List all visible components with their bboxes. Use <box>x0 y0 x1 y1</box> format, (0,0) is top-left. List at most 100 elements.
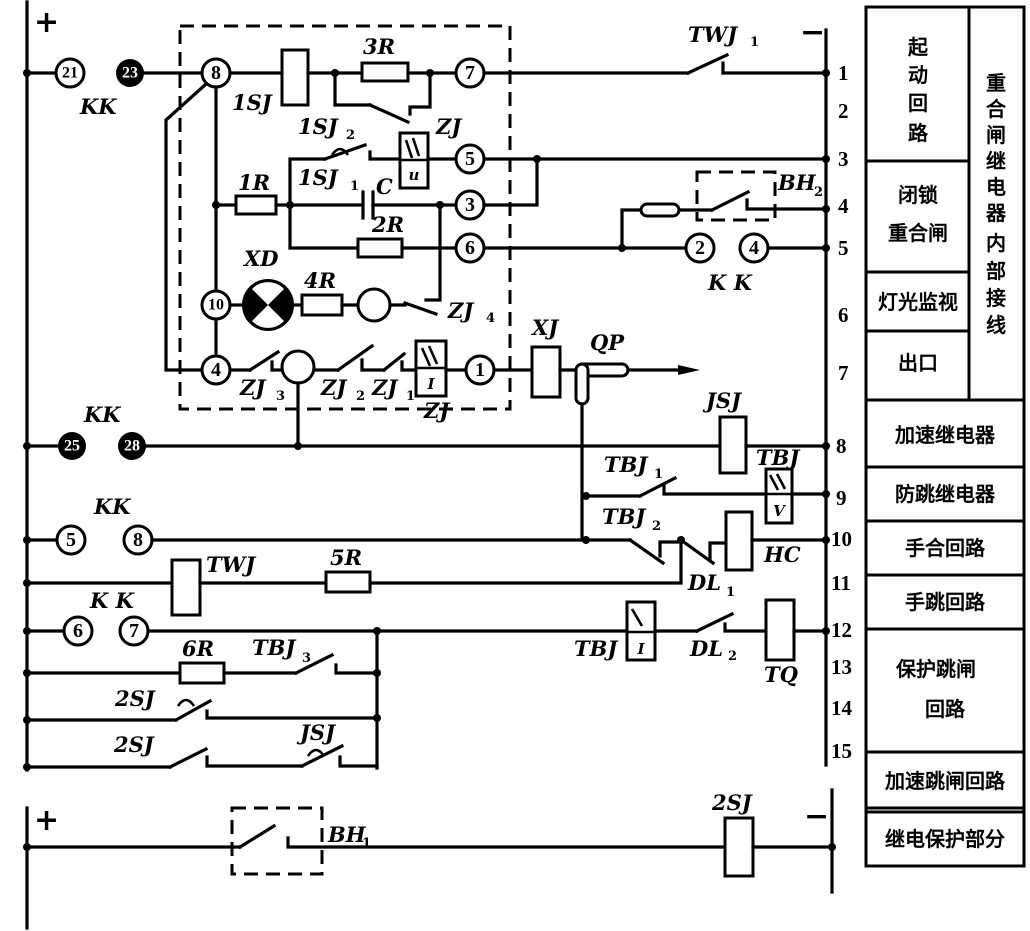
terminal-kk6: 6 <box>62 615 94 647</box>
svg-text:1: 1 <box>362 836 371 851</box>
contact-zj2 <box>335 343 375 373</box>
closing-coil-hc <box>724 510 754 572</box>
label-qp: QP <box>590 330 625 355</box>
contact-tbj3 <box>293 652 335 676</box>
coil-twj <box>170 558 202 617</box>
svg-text:5: 5 <box>66 529 76 551</box>
bh2-boundary <box>695 170 777 222</box>
svg-text:14: 14 <box>831 696 853 720</box>
svg-text:6: 6 <box>73 620 83 642</box>
label-dl1: DL <box>687 570 721 595</box>
contact-twj1 <box>685 52 730 76</box>
terminal-kk21: 21 <box>54 57 86 89</box>
svg-text:10: 10 <box>208 297 224 314</box>
legend-cell-lamp-monitor: 灯光监视 <box>878 290 958 314</box>
contact-dl2 <box>694 611 735 634</box>
label-hc: HC <box>763 542 801 567</box>
coil-1sj <box>280 48 310 107</box>
label-zj3: ZJ <box>239 375 267 400</box>
bh1-boundary <box>230 806 324 876</box>
svg-text:接: 接 <box>986 286 1006 310</box>
kk-label-e: K K <box>89 588 135 613</box>
label-1sj1: 1SJ <box>298 165 340 190</box>
plus-label-top: + <box>34 5 59 40</box>
terminal-kk28: 28 <box>118 432 146 460</box>
svg-text:2: 2 <box>728 649 737 664</box>
signal-relay-xj <box>530 345 562 399</box>
svg-text:2: 2 <box>356 389 365 404</box>
contact-zj1 <box>381 351 407 373</box>
label-zj4: ZJ <box>447 298 475 323</box>
label-tbj-v: TBJ <box>756 445 801 470</box>
svg-text:6: 6 <box>838 303 849 327</box>
label-1sj2: 1SJ <box>298 114 340 139</box>
svg-text:8: 8 <box>133 529 143 551</box>
indicator-lamp-xd <box>242 279 294 331</box>
terminal-zj4: 4 <box>200 354 232 386</box>
terminal-kk4: 4 <box>738 232 770 264</box>
terminal-zj7: 7 <box>454 57 486 89</box>
svg-text:继: 继 <box>986 149 1006 173</box>
kk-label-b: K K <box>707 270 753 295</box>
arrow-icon <box>678 365 700 375</box>
resistor-2r <box>356 237 404 259</box>
svg-text:合: 合 <box>986 97 1007 121</box>
svg-text:7: 7 <box>465 62 475 84</box>
svg-text:线: 线 <box>986 313 1006 337</box>
label-twj1: TWJ <box>688 22 739 47</box>
svg-text:内: 内 <box>986 231 1006 255</box>
label-bh1: BH <box>327 822 367 847</box>
fuse-bh2 <box>639 202 681 218</box>
svg-text:12: 12 <box>831 618 852 642</box>
resistor-5r <box>324 570 372 594</box>
svg-text:起: 起 <box>907 35 929 59</box>
label-tq: TQ <box>764 662 798 687</box>
svg-text:2: 2 <box>695 237 705 259</box>
svg-text:部: 部 <box>986 259 1006 283</box>
legend-table: 重 合 闸 继 电 器 内 部 接 线 起 动 回 路 闭锁 重合闸 灯光监视 … <box>864 5 1026 868</box>
legend-cell-output: 出口 <box>898 351 938 375</box>
contact-2sj-b <box>167 746 209 770</box>
legend-cell-protection-trip: 保护跳闸 回路 <box>895 657 976 721</box>
label-1r: 1R <box>238 170 270 195</box>
svg-text:重合闸: 重合闸 <box>888 221 948 245</box>
zj-i-label: I <box>426 375 435 393</box>
svg-text:2: 2 <box>814 185 823 200</box>
plus-label-bottom: + <box>34 803 59 838</box>
svg-text:闸: 闸 <box>986 123 1006 147</box>
legend-cell-accel-trip: 加速跳闸回路 <box>884 769 1006 793</box>
label-bh2: BH <box>777 170 817 195</box>
tbj-v-label: V <box>773 502 786 520</box>
svg-text:8: 8 <box>211 62 221 84</box>
svg-text:动: 动 <box>908 63 928 87</box>
contact-1sj2 <box>367 102 411 125</box>
svg-text:6: 6 <box>465 237 475 259</box>
svg-text:闭锁: 闭锁 <box>898 183 938 207</box>
row-numbers: 1 2 3 4 5 6 7 8 9 10 11 12 13 14 15 <box>831 61 853 763</box>
label-6r: 6R <box>182 636 214 661</box>
label-zj-box: ZJ <box>423 398 451 423</box>
label-xj: XJ <box>530 315 560 340</box>
contact-tbj1 <box>637 475 678 499</box>
legend-cell-accel-relay: 加速继电器 <box>894 423 996 447</box>
svg-text:回路: 回路 <box>925 697 966 721</box>
svg-text:4: 4 <box>486 311 495 326</box>
svg-text:4: 4 <box>838 194 849 218</box>
minus-label-bottom: − <box>804 799 829 834</box>
legend-cell-manual-trip: 手跳回路 <box>905 590 986 614</box>
zj-u-label: u <box>409 166 420 184</box>
label-tbj2: TBJ <box>602 504 647 529</box>
svg-text:5: 5 <box>465 148 475 170</box>
terminal-kk8: 8 <box>122 524 154 556</box>
contact-2sj-a <box>173 698 213 723</box>
legend-cell-relay-protection: 继电保护部分 <box>885 827 1005 851</box>
kk-label-c: KK <box>83 402 121 427</box>
svg-text:23: 23 <box>122 65 138 82</box>
svg-text:1: 1 <box>838 61 849 85</box>
legend-cell-manual-close: 手合回路 <box>905 536 986 560</box>
label-dl2: DL <box>689 636 723 661</box>
svg-text:25: 25 <box>64 438 80 455</box>
contact-bh1 <box>237 823 277 850</box>
svg-text:2: 2 <box>838 99 849 123</box>
